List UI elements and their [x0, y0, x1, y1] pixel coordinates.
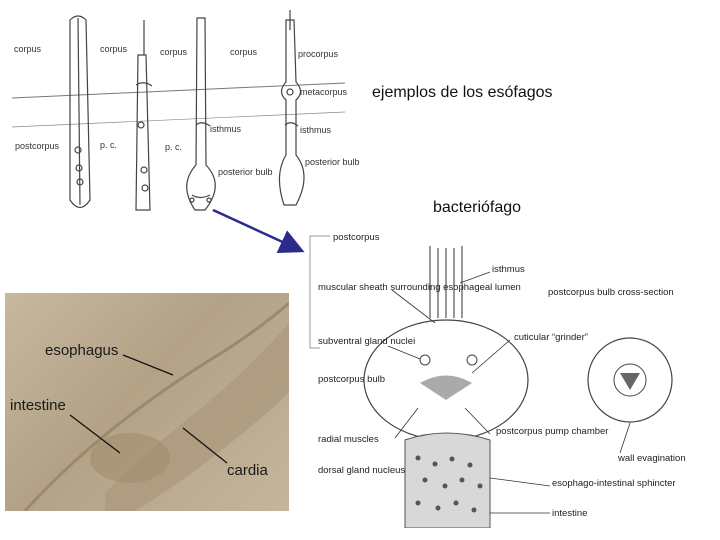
arrow-line	[213, 210, 300, 250]
micrograph: esophagus intestine cardia	[5, 293, 289, 511]
label-sphincter: esophago-intestinal sphincter	[552, 478, 676, 489]
postcorpus-anatomy-diagram: postcorpus isthmus muscular sheath surro…	[300, 228, 710, 528]
label-postcorpus: postcorpus	[333, 232, 380, 243]
micrograph-drawing: esophagus intestine cardia	[5, 293, 289, 511]
label-isthmus: isthmus	[492, 264, 525, 275]
label-subventral-gland-nuclei: subventral gland nuclei	[318, 336, 415, 347]
label-cardia: cardia	[227, 462, 269, 479]
label-radial-muscles: radial muscles	[318, 434, 379, 445]
label-bulb-cross-section: postcorpus bulb cross-section	[548, 287, 674, 298]
label-esophagus: esophagus	[45, 342, 118, 359]
label-intestine: intestine	[10, 397, 66, 414]
label-postcorpus-bulb: postcorpus bulb	[318, 374, 385, 385]
label-intestine-anatomy: intestine	[552, 508, 587, 519]
label-dorsal-gland-nucleus: dorsal gland nucleus	[318, 465, 405, 476]
label-wall-evagination: wall evagination	[617, 453, 686, 464]
label-pump-chamber: postcorpus pump chamber	[496, 426, 608, 437]
label-cuticular-grinder: cuticular “grinder”	[514, 332, 588, 343]
label-muscular-sheath: muscular sheath surrounding esophageal l…	[318, 282, 521, 293]
